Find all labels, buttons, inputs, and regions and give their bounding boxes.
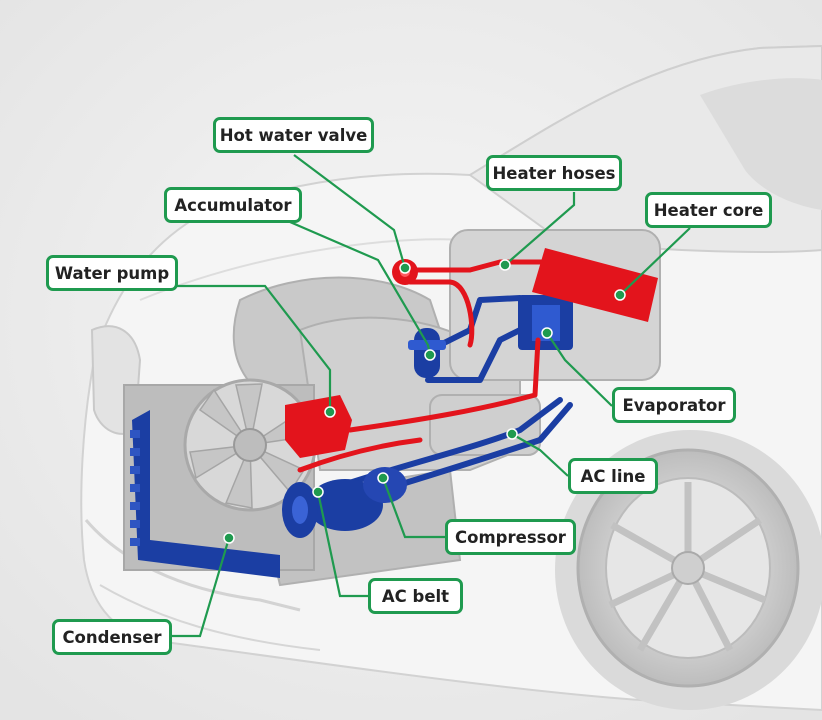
leader-lines: [172, 154, 691, 638]
front-wheel: [555, 430, 822, 710]
water-pump-unit: [285, 395, 352, 458]
label-evaporator: Evaporator: [612, 387, 736, 423]
label-water-pump: Water pump: [46, 255, 178, 291]
fan: [183, 378, 317, 512]
label-ac-line: AC line: [568, 458, 658, 494]
condenser: [130, 410, 280, 578]
leader-dots: [223, 259, 626, 544]
label-heater-core: Heater core: [645, 192, 772, 228]
label-compressor: Compressor: [445, 519, 576, 555]
heater-lines: [297, 259, 548, 473]
label-heater-hoses: Heater hoses: [486, 155, 622, 191]
label-ac-belt: AC belt: [368, 578, 463, 614]
label-hot-water-valve: Hot water valve: [213, 117, 374, 153]
label-condenser: Condenser: [52, 619, 172, 655]
label-accumulator: Accumulator: [164, 187, 302, 223]
heater-core-unit: [532, 248, 658, 322]
